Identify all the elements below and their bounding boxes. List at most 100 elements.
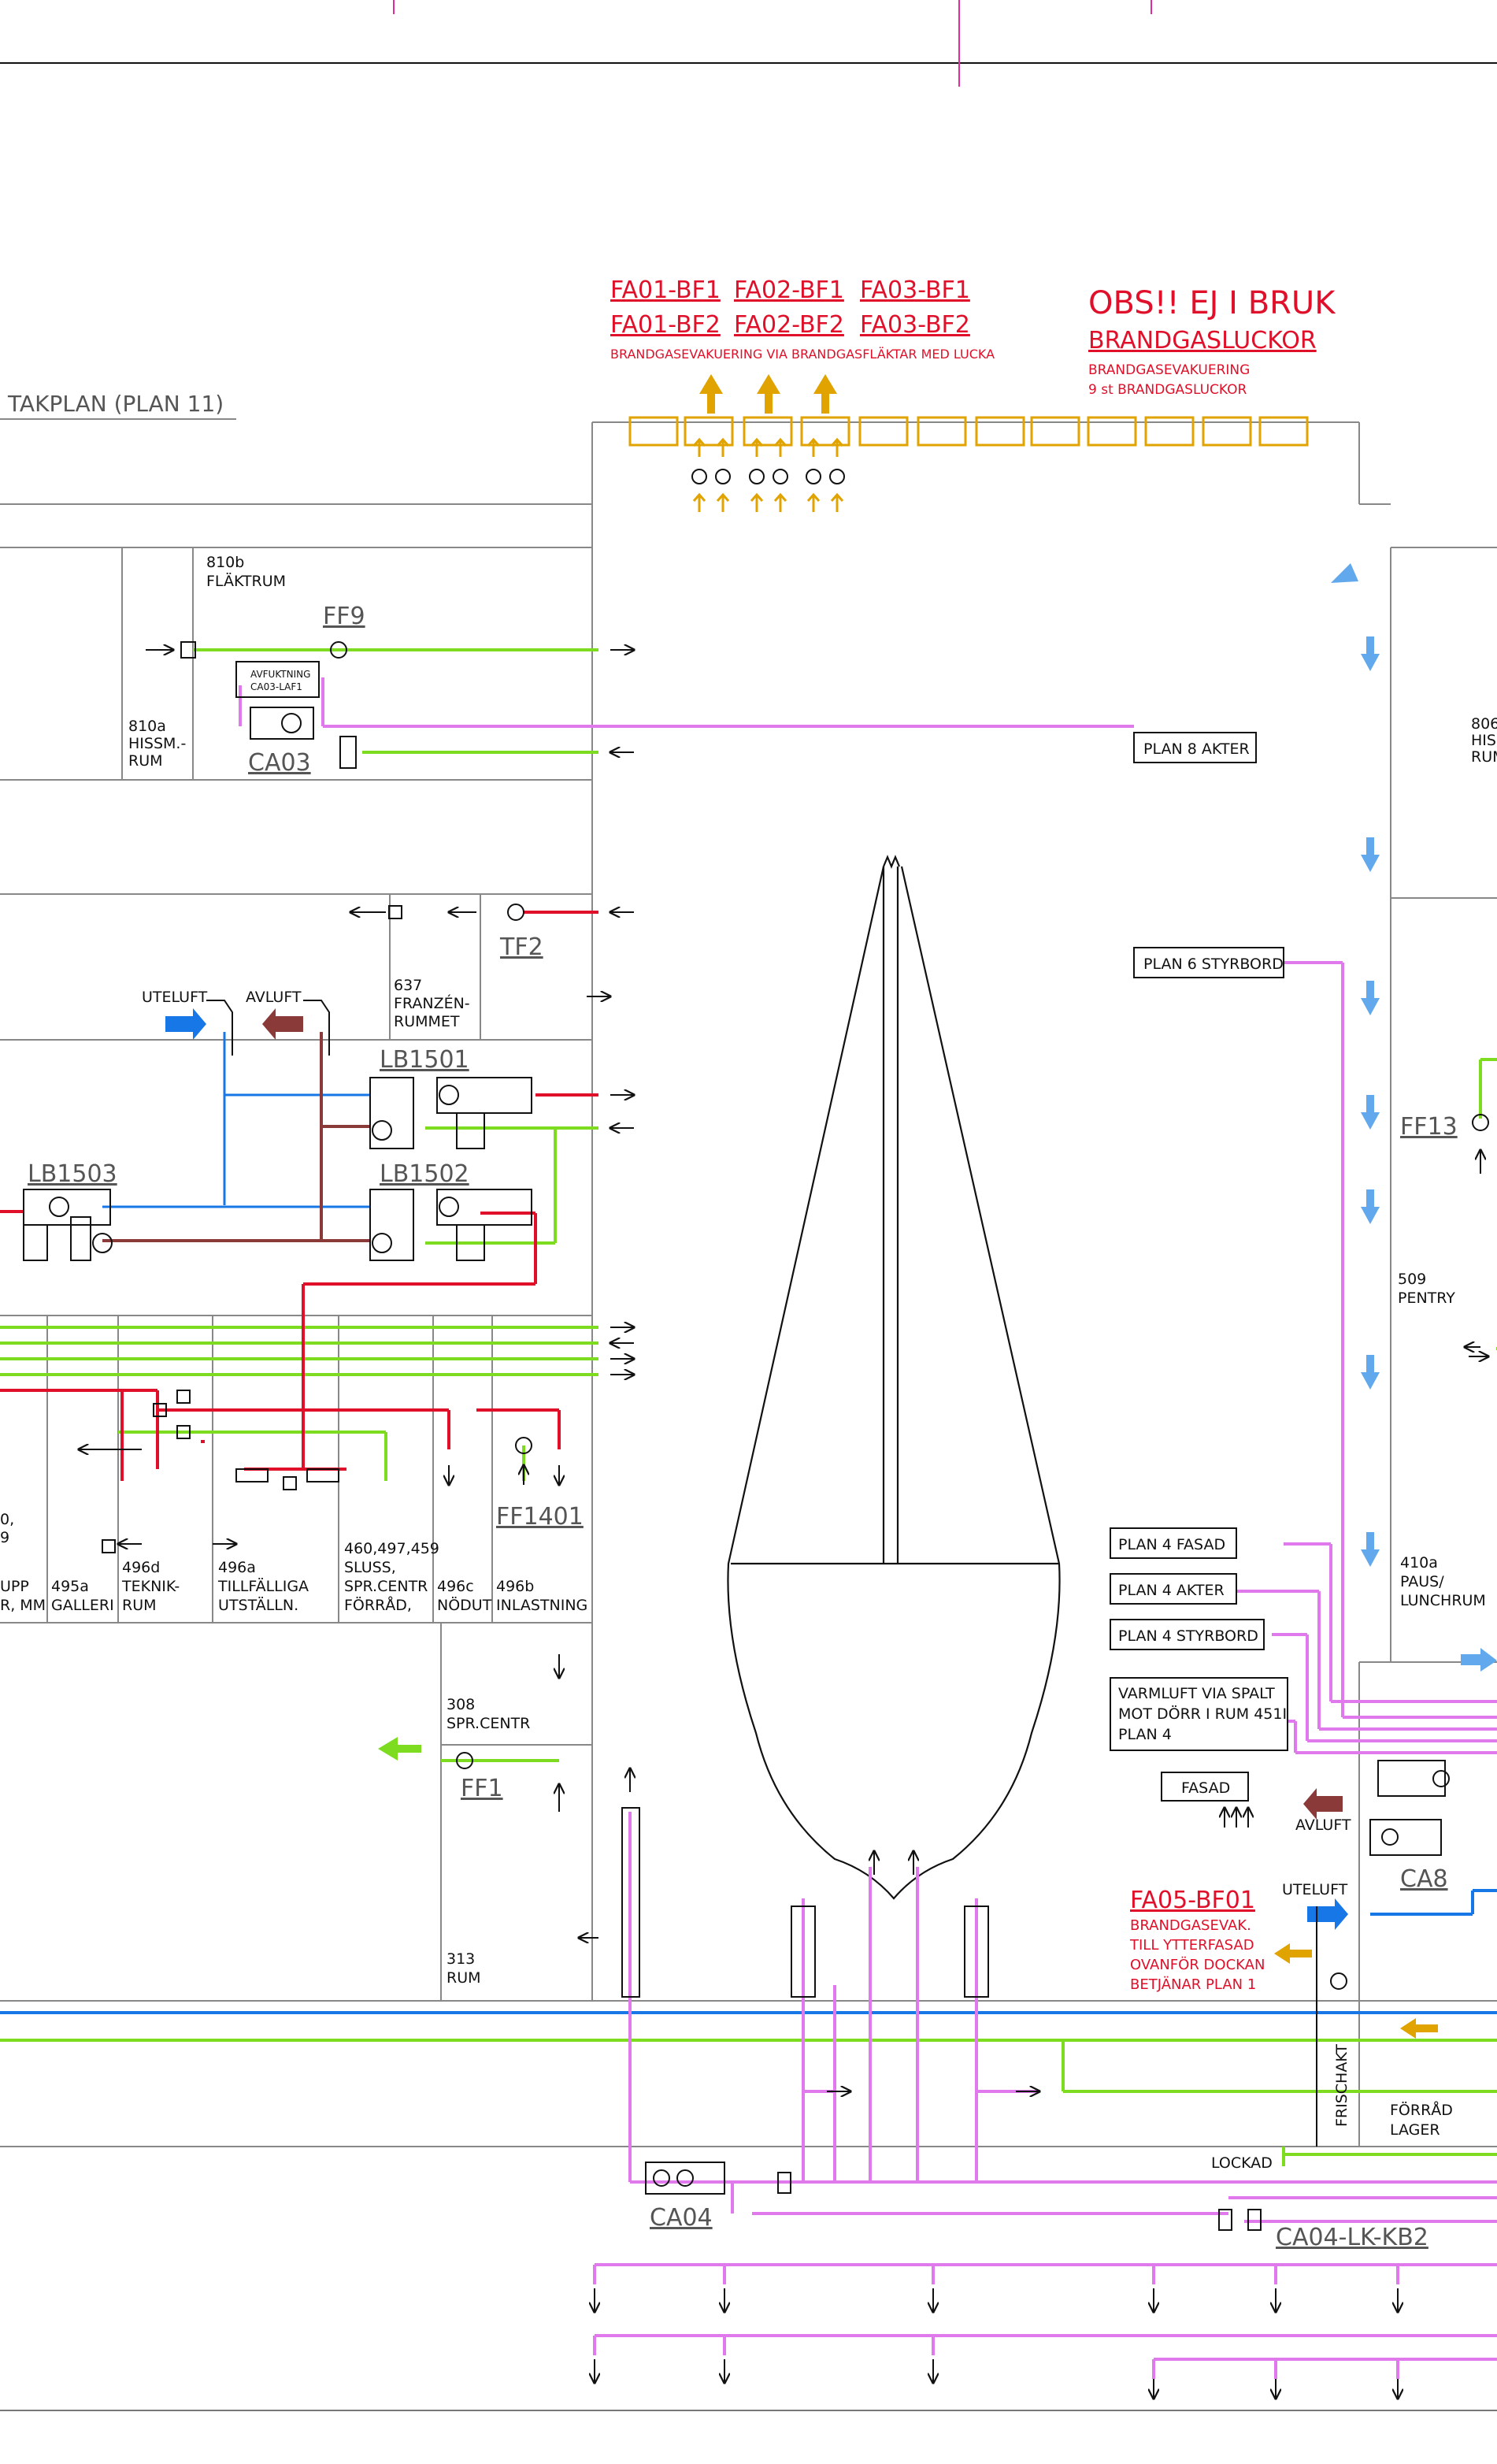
room-name: RUM bbox=[447, 1969, 481, 1987]
room-number: 637 bbox=[394, 977, 422, 994]
unit-label-ca03: CA03 bbox=[248, 749, 311, 777]
fa05-note: OVANFÖR DOCKAN bbox=[1130, 1956, 1265, 1973]
room-name: NÖDUT bbox=[437, 1596, 492, 1614]
obs-subtitle: BRANDGASLUCKOR bbox=[1088, 327, 1317, 354]
unit-label-ff1: FF1 bbox=[461, 1775, 503, 1802]
unit-label-ca8: CA8 bbox=[1400, 1865, 1448, 1893]
fa05-note: TILL YTTERFASAD bbox=[1129, 1937, 1254, 1954]
room-number: 460,497,459 bbox=[344, 1540, 439, 1557]
label-uteluft: UTELUFT bbox=[142, 989, 208, 1006]
fan-tag: FA03-BF2 bbox=[860, 311, 970, 339]
room-name: RUMMET bbox=[394, 1013, 460, 1030]
room-number: 509 bbox=[1398, 1271, 1426, 1288]
room-name: LAGER bbox=[1390, 2121, 1440, 2139]
label-avluft: AVLUFT bbox=[1295, 1816, 1351, 1834]
ref-box-varmluft: VARMLUFT VIA SPALT bbox=[1118, 1685, 1275, 1702]
obs-line: BRANDGASEVAKUERING bbox=[1088, 362, 1250, 378]
outdoor-air-ducts bbox=[0, 1032, 1497, 2014]
ref-box-fasad: FASAD bbox=[1181, 1779, 1230, 1797]
room-name: FLÄKTRUM bbox=[206, 572, 286, 590]
unit-label-ff13: FF13 bbox=[1400, 1113, 1458, 1141]
room-name: PENTRY bbox=[1398, 1290, 1455, 1307]
room-name: HISSM.- bbox=[128, 735, 186, 752]
room-name: RUM bbox=[128, 752, 163, 770]
fan-note: BRANDGASEVAKUERING VIA BRANDGASFLÄKTAR M… bbox=[610, 347, 995, 362]
ref-box-plan8: PLAN 8 AKTER bbox=[1143, 740, 1250, 758]
supply-air-ducts bbox=[0, 648, 1497, 2166]
room-number: 313 bbox=[447, 1950, 475, 1968]
room-name: SLUSS, bbox=[344, 1559, 396, 1576]
room-number: 496b bbox=[496, 1578, 534, 1595]
room-number: 496d bbox=[122, 1559, 160, 1576]
outdoor-air-intake-arrow bbox=[165, 1008, 206, 1040]
exhaust-air-outlet-arrow bbox=[262, 1008, 303, 1040]
obs-line: 9 st BRANDGASLUCKOR bbox=[1088, 382, 1247, 398]
unit-label-ca04-lk: CA04-LK-KB2 bbox=[1276, 2224, 1428, 2251]
unit-label-lb1503: LB1503 bbox=[28, 1160, 117, 1188]
room-name: HISS bbox=[1471, 732, 1497, 749]
obs-title: OBS!! EJ I BRUK bbox=[1088, 285, 1336, 321]
room-name: RUM bbox=[122, 1597, 157, 1614]
fan-tag: FA01-BF2 bbox=[610, 311, 721, 339]
ref-box-plan6: PLAN 6 STYRBORD bbox=[1143, 956, 1284, 973]
room-number: 806 bbox=[1471, 715, 1497, 733]
room-number: 308 bbox=[447, 1696, 475, 1713]
fan-tag: FA03-BF1 bbox=[860, 276, 970, 304]
ref-box-varmluft: MOT DÖRR I RUM 451I bbox=[1118, 1705, 1287, 1723]
room-name: FRANZÉN- bbox=[394, 994, 470, 1012]
room-fragment: 0, bbox=[0, 1511, 14, 1528]
room-name: SPR.CENTR bbox=[344, 1578, 428, 1595]
unit-label-tf2: TF2 bbox=[499, 933, 543, 961]
room-fragment: R, MM bbox=[0, 1597, 46, 1614]
exhaust-air-ducts bbox=[102, 1032, 370, 1242]
smoke-fan-inlets bbox=[692, 437, 844, 512]
equipment-symbols bbox=[23, 641, 1489, 2231]
transfer-ducts bbox=[239, 677, 1497, 2379]
room-number: 496a bbox=[218, 1559, 256, 1576]
building-outline bbox=[0, 0, 1497, 2411]
unit-label-ff1401: FF1401 bbox=[496, 1503, 584, 1531]
room-fragment: 9 bbox=[0, 1529, 9, 1546]
unit-label-lb1502: LB1502 bbox=[380, 1160, 469, 1188]
room-number: 495a bbox=[51, 1578, 89, 1595]
ref-box-plan4-fasad: PLAN 4 FASAD bbox=[1118, 1536, 1225, 1553]
room-name: FÖRRÅD bbox=[1390, 2101, 1453, 2119]
room-name: PAUS/ bbox=[1400, 1573, 1444, 1590]
fa05-tag: FA05-BF01 bbox=[1130, 1887, 1255, 1914]
unit-label-lb1501: LB1501 bbox=[380, 1046, 469, 1074]
room-name: UTSTÄLLN. bbox=[218, 1596, 298, 1614]
smoke-fan-arrows bbox=[699, 374, 1438, 2039]
room-name: SPR.CENTR bbox=[447, 1715, 530, 1732]
unit-label-ca04: CA04 bbox=[650, 2204, 713, 2232]
room-name: INLASTNING bbox=[496, 1597, 587, 1614]
room-name: TEKNIK- bbox=[121, 1578, 180, 1595]
smoke-hatches bbox=[628, 416, 1309, 447]
avluft-ca8-arrow bbox=[1303, 1788, 1343, 1820]
shaft-airflow-arrows bbox=[1331, 563, 1497, 1672]
room-fragment: UPP bbox=[0, 1578, 29, 1595]
room-number: 810a bbox=[128, 718, 166, 735]
ref-box-plan4-akter: PLAN 4 AKTER bbox=[1118, 1582, 1225, 1599]
unit-label-ff9: FF9 bbox=[323, 603, 365, 630]
label-uteluft: UTELUFT bbox=[1282, 1881, 1348, 1898]
fan-tag: FA02-BF1 bbox=[734, 276, 844, 304]
room-number: 810b bbox=[206, 554, 244, 571]
ref-box-varmluft: PLAN 4 bbox=[1118, 1726, 1172, 1743]
avfuktning-label: CA03-LAF1 bbox=[250, 681, 302, 692]
plan-title: TAKPLAN (PLAN 11) bbox=[7, 391, 224, 417]
label-avluft: AVLUFT bbox=[246, 989, 302, 1006]
central-void-outline bbox=[727, 855, 1061, 1900]
fa05-note: BRANDGASEVAK. bbox=[1130, 1917, 1251, 1934]
room-name: LUNCHRUM bbox=[1400, 1592, 1486, 1609]
fan-tag: FA02-BF2 bbox=[734, 311, 844, 339]
fa05-note: BETJÄNAR PLAN 1 bbox=[1130, 1976, 1256, 1993]
fan-tag: FA01-BF1 bbox=[610, 276, 721, 304]
room-name: RUM bbox=[1471, 748, 1497, 766]
smoke-fan-symbols bbox=[691, 469, 845, 484]
label-lockad: LOCKAD bbox=[1211, 2154, 1273, 2172]
intake-hoods bbox=[206, 1000, 330, 1056]
label-frischakt: FRISCHAKT bbox=[1333, 2044, 1351, 2127]
flow-arrows bbox=[79, 650, 1488, 2399]
supply-outlet-arrow bbox=[378, 1737, 421, 1761]
avfuktning-label: AVFUKTNING bbox=[250, 669, 310, 680]
